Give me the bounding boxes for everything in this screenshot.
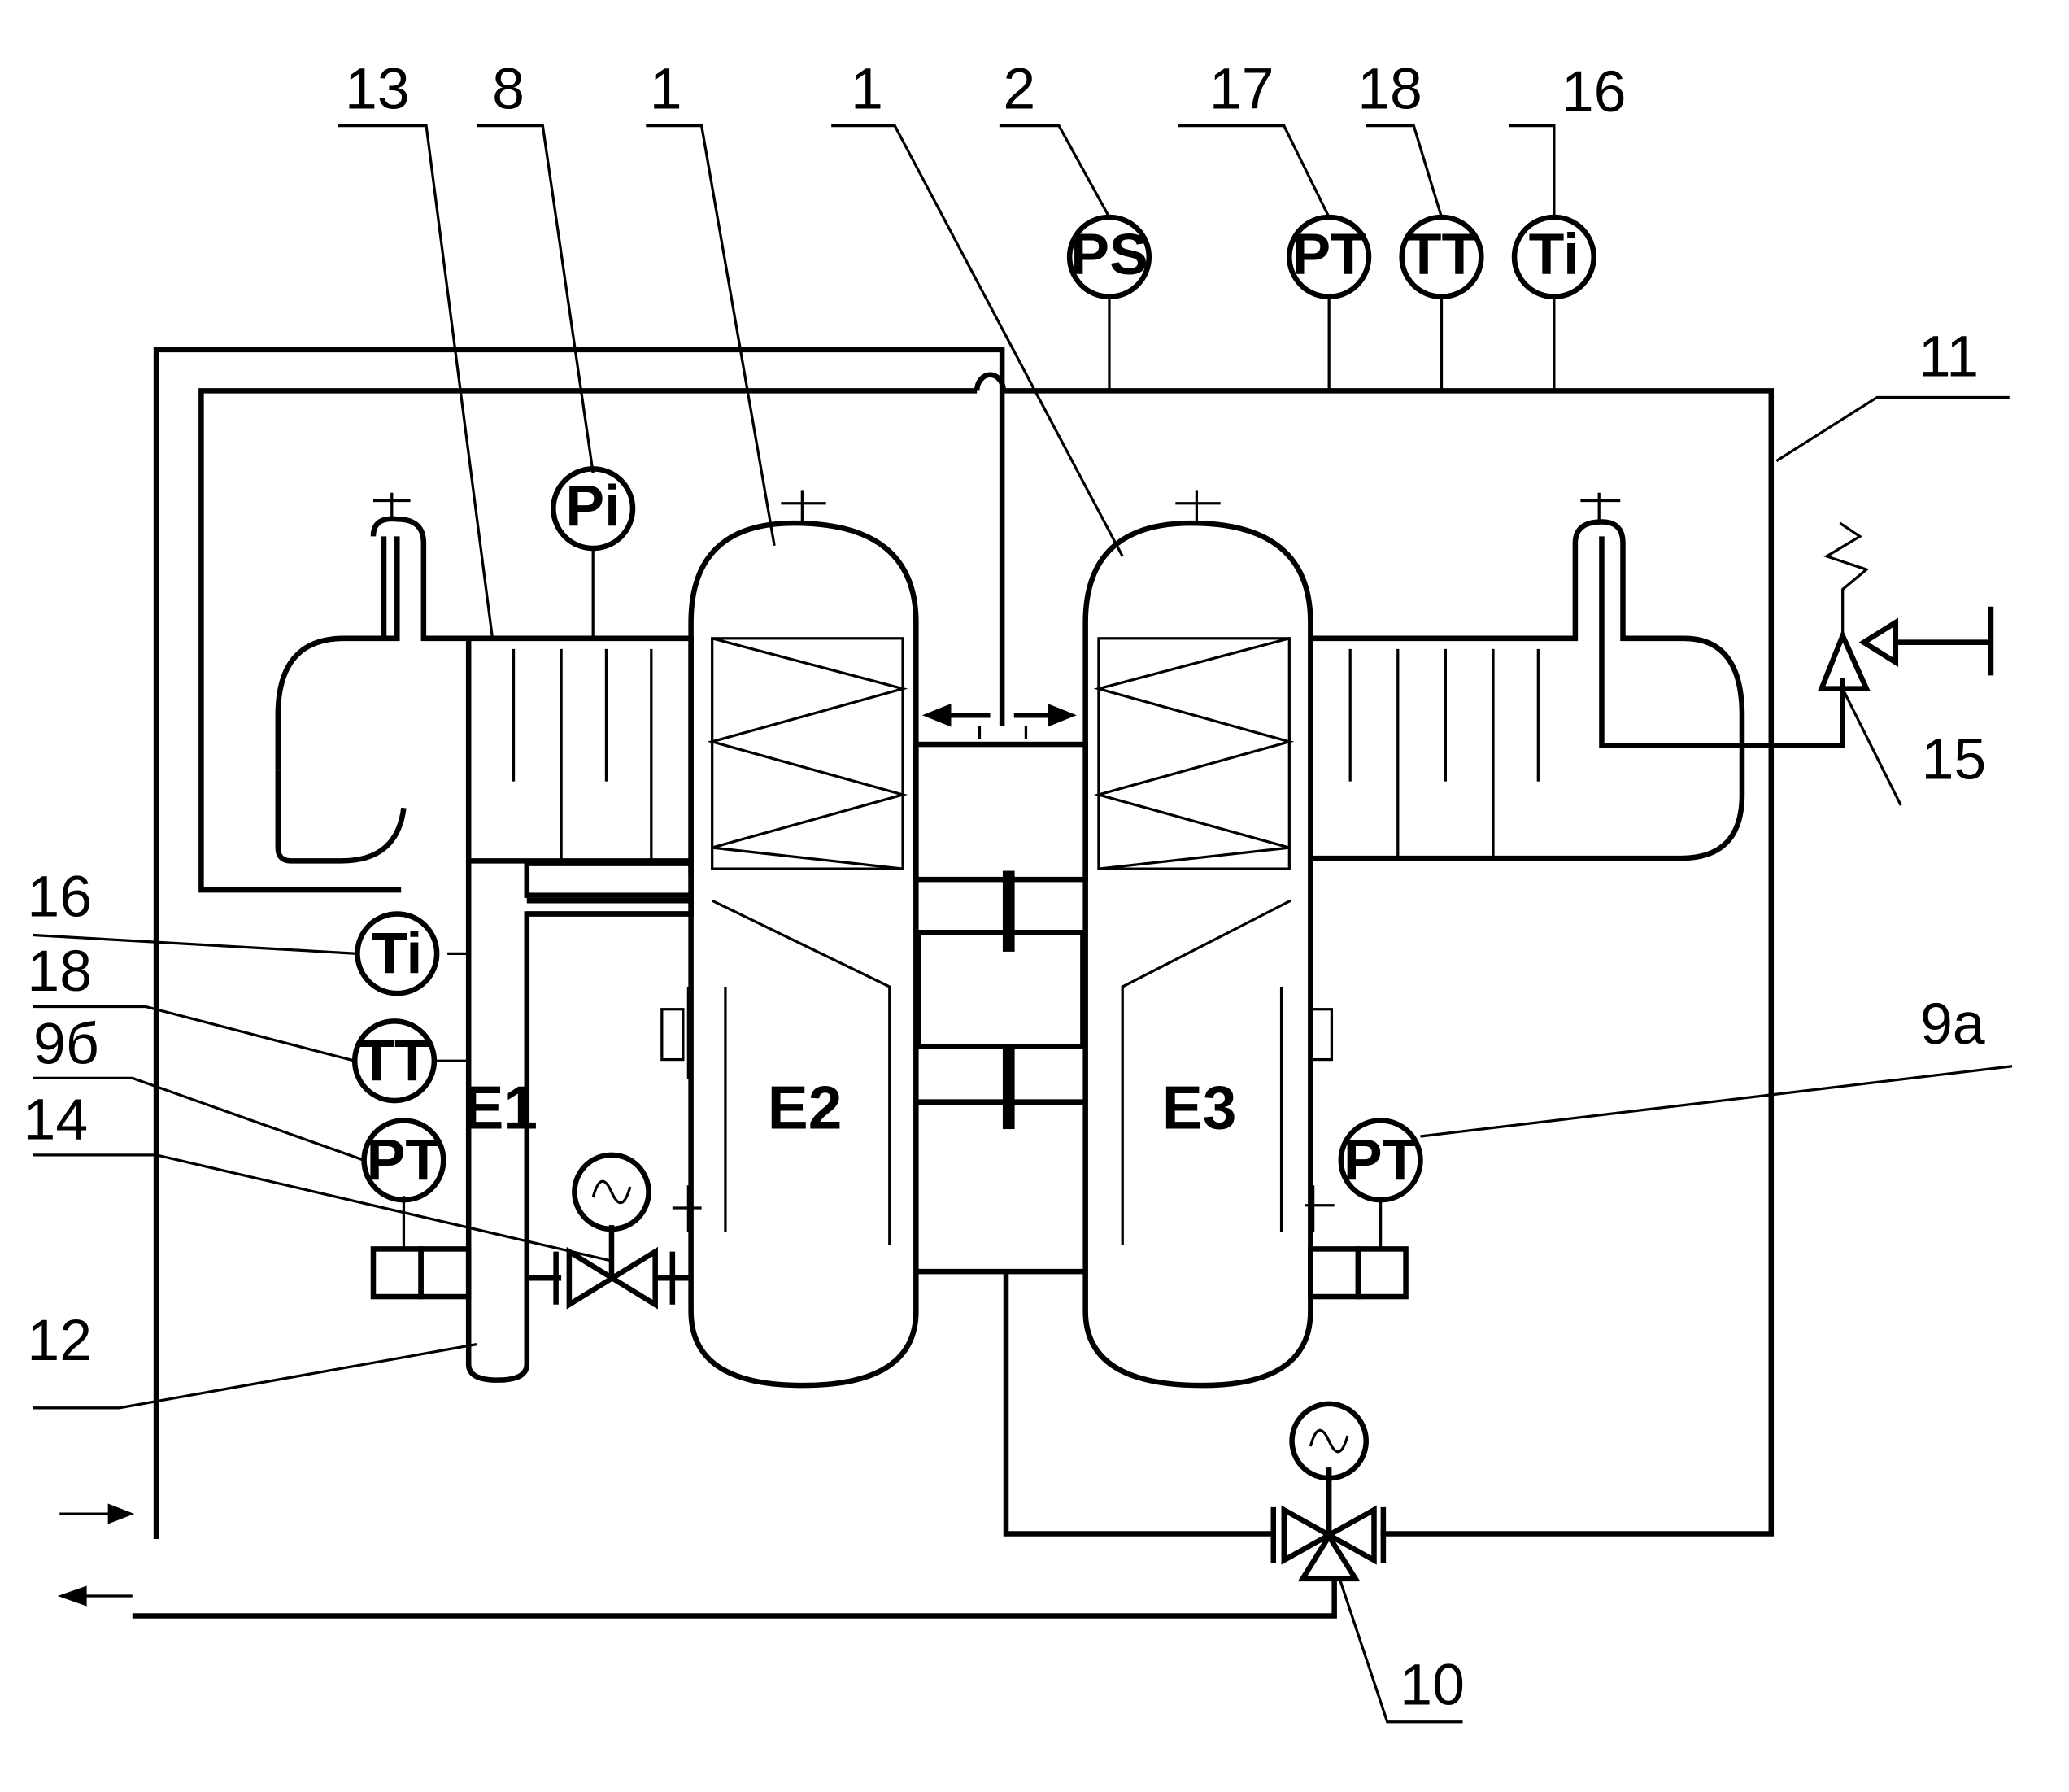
instrument-ti-left: Ti	[355, 911, 440, 996]
outlet-arrow	[57, 1585, 133, 1607]
inlet-arrow	[59, 1503, 135, 1524]
instrument-ps-top: PS	[1066, 214, 1152, 391]
shutoff-valve	[526, 1152, 691, 1310]
left-heat-exchanger	[275, 492, 694, 874]
instrument-pi: Pi	[551, 466, 636, 639]
top-header-line	[198, 372, 1775, 1537]
svg-text:PT: PT	[1344, 1128, 1418, 1193]
instrument-pt-left: PT	[361, 1118, 446, 1203]
drain-line	[132, 1271, 1337, 1619]
level-block-right	[1308, 1198, 1409, 1300]
three-way-valve	[1270, 1401, 1387, 1582]
svg-text:Pi: Pi	[565, 473, 621, 538]
vessel-label-e1: E1	[463, 1073, 538, 1141]
svg-text:TT: TT	[1406, 222, 1477, 287]
relief-line	[1599, 536, 1845, 748]
svg-text:Ti: Ti	[1529, 222, 1579, 287]
ref-2: 2	[1003, 57, 1035, 122]
ref-12: 12	[27, 1308, 92, 1373]
central-chambers	[913, 726, 1088, 1275]
ref-13: 13	[345, 57, 410, 122]
right-heat-exchanger	[1310, 492, 1745, 861]
feed-loop-line	[153, 347, 1005, 1540]
svg-text:PT: PT	[367, 1128, 441, 1193]
ref-15: 15	[1922, 726, 1987, 791]
ref-18-top: 18	[1357, 57, 1422, 122]
ref-9a: 9а	[1920, 992, 1985, 1057]
ref-1-right: 1	[851, 57, 883, 122]
ref-10: 10	[1400, 1653, 1465, 1718]
ref-17: 17	[1209, 57, 1274, 122]
level-block-left	[370, 1196, 472, 1300]
ref-16-left: 16	[27, 865, 92, 930]
spray-arrows	[921, 704, 1077, 727]
instrument-tt-top: TT	[1399, 214, 1484, 391]
vessel-label-e3: E3	[1162, 1073, 1237, 1141]
ref-16-top: 16	[1562, 59, 1627, 124]
svg-text:TT: TT	[359, 1029, 429, 1094]
vessel-e2-body	[660, 490, 919, 1389]
vessel-e3-body	[1082, 490, 1335, 1389]
ref-1-left: 1	[650, 57, 682, 122]
instrument-pt-top: PT	[1287, 214, 1372, 391]
instrument-pt-right: PT	[1338, 1118, 1423, 1203]
ref-9b: 9б	[33, 1011, 99, 1076]
ref-8: 8	[492, 57, 525, 122]
instrument-tt-left: TT	[351, 1018, 438, 1104]
vessel-label-e2: E2	[768, 1073, 843, 1141]
ref-18-left: 18	[27, 939, 92, 1004]
ref-14: 14	[24, 1087, 89, 1152]
ref-11: 11	[1919, 324, 1979, 389]
relief-valve	[1817, 521, 1994, 691]
svg-text:PS: PS	[1070, 222, 1148, 287]
svg-text:Ti: Ti	[372, 922, 422, 987]
svg-text:PT: PT	[1291, 222, 1366, 287]
leader-lines	[33, 124, 2013, 1724]
instrument-ti-top: Ti	[1511, 214, 1596, 391]
